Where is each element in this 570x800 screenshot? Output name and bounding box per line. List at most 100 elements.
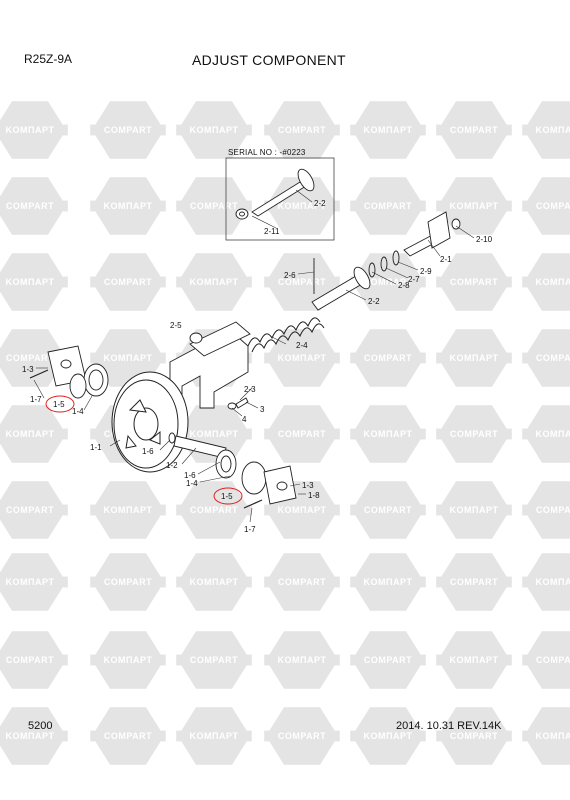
right-cap-1-3 [263, 465, 297, 505]
watermark-text: KOMПAPT [6, 277, 55, 287]
callout-1-2: 1-2 [166, 461, 178, 470]
revision-date: 2014. 10.31 REV.14K [396, 720, 502, 732]
watermark-text: COMPART [364, 655, 412, 665]
watermark-text: KOMПAPT [278, 505, 327, 515]
callout-1-5-left: 1-5 [53, 400, 65, 409]
watermark-text: COMPART [536, 505, 570, 515]
watermark-text: KOMПAPT [190, 429, 239, 439]
watermark-text: COMPART [278, 429, 326, 439]
watermark-text: COMPART [450, 577, 498, 587]
watermark-text: KOMПAPT [278, 655, 327, 665]
callout-2-2-inset: 2-2 [314, 199, 326, 208]
callout-2-8: 2-8 [398, 281, 410, 290]
watermark-text: KOMПAPT [6, 731, 55, 741]
callout-1-3-left: 1-3 [22, 365, 34, 374]
watermark-text: KOMПAPT [536, 577, 570, 587]
watermark-text: COMPART [6, 201, 54, 211]
watermark-text: KOMПAPT [104, 505, 153, 515]
watermark-text: KOMПAPT [364, 429, 413, 439]
watermark-text: COMPART [6, 505, 54, 515]
watermark-text: KOMПAPT [190, 577, 239, 587]
callout-1-6-upper: 1-6 [142, 447, 154, 456]
callout-2-11: 2-11 [264, 227, 280, 236]
watermark-text: KOMПAPT [536, 731, 570, 741]
bolt-2-3 [227, 397, 249, 410]
watermark-text: KOMПAPT [190, 277, 239, 287]
callout-2-5: 2-5 [170, 321, 182, 330]
watermark-text: KOMПAPT [450, 505, 499, 515]
model-code: R25Z-9A [24, 52, 73, 66]
watermark-text: COMPART [364, 505, 412, 515]
callout-3: 3 [260, 405, 265, 414]
inset-pin-2-2 [235, 168, 315, 220]
rod-2-2 [311, 258, 371, 311]
watermark-text: KOMПAPT [278, 201, 327, 211]
spring-2-4 [247, 317, 325, 353]
idler-wheel-1-1 [111, 371, 189, 473]
right-seal-1-4 [215, 449, 267, 495]
watermark-text: KOMПAPT [450, 201, 499, 211]
watermark-text: KOMПAPT [6, 429, 55, 439]
callout-2-2: 2-2 [368, 297, 380, 306]
watermark-text: COMPART [278, 277, 326, 287]
callout-4: 4 [242, 415, 247, 424]
callout-2-4: 2-4 [296, 341, 308, 350]
callout-1-3-right: 1-3 [302, 481, 314, 490]
callout-1-7-left: 1-7 [30, 395, 42, 404]
watermark-text: COMPART [278, 125, 326, 135]
watermark-text: COMPART [450, 731, 498, 741]
callout-2-1: 2-1 [440, 255, 452, 264]
watermark-text: COMPART [450, 429, 498, 439]
page-title: ADJUST COMPONENT [192, 52, 346, 68]
watermark-text: KOMПAPT [104, 353, 153, 363]
watermark-text: COMPART [104, 731, 152, 741]
watermark-text: COMPART [450, 277, 498, 287]
watermark-text: KOMПAPT [278, 353, 327, 363]
watermark-text: COMPART [364, 353, 412, 363]
left-seal-1-4 [69, 363, 109, 399]
watermark-text: KOMПAPT [450, 353, 499, 363]
watermark-text: COMPART [450, 125, 498, 135]
watermark-text: COMPART [536, 353, 570, 363]
watermark-text: KOMПAPT [190, 125, 239, 135]
watermark-layer: KOMПAPT COMPART KOMПAPT COMPART KOMПAPT COMPA… [0, 101, 570, 765]
callout-1-6-lower: 1-6 [184, 471, 196, 480]
highlight-1-5-right [213, 487, 243, 505]
watermark-text: COMPART [536, 201, 570, 211]
watermark-text: COMPART [278, 731, 326, 741]
callout-2-9: 2-9 [420, 267, 432, 276]
watermark-text: COMPART [104, 125, 152, 135]
watermark-text: KOMПAPT [364, 577, 413, 587]
watermark-text: KOMПAPT [6, 125, 55, 135]
axle-1-2 [168, 432, 227, 459]
callout-1-5-right: 1-5 [221, 492, 233, 501]
watermark-text: COMPART [364, 201, 412, 211]
pin-1-7-left [29, 369, 49, 379]
watermark-text: KOMПAPT [104, 655, 153, 665]
watermark-text: COMPART [104, 277, 152, 287]
watermark-text: COMPART [6, 353, 54, 363]
watermark-text: COMPART [6, 655, 54, 665]
serial-inset-box [225, 157, 335, 241]
callout-2-3: 2-3 [244, 385, 256, 394]
callout-1-4-left: 1-4 [72, 407, 84, 416]
washers-2-7-2-9 [368, 250, 400, 278]
watermark-text: KOMПAPT [536, 277, 570, 287]
watermark-text: COMPART [190, 655, 238, 665]
watermark-text: COMPART [104, 577, 152, 587]
shaft-2-1 [403, 211, 461, 257]
watermark-text: COMPART [278, 577, 326, 587]
watermark-text: KOMПAPT [364, 731, 413, 741]
callout-2-6: 2-6 [284, 271, 296, 280]
watermark-text: KOMПAPT [364, 125, 413, 135]
leader-lines [33, 189, 475, 523]
watermark-text: KOMПAPT [450, 655, 499, 665]
watermark-text: KOMПAPT [536, 125, 570, 135]
nut-2-5 [189, 332, 203, 344]
watermark-text: KOMПAPT [6, 577, 55, 587]
callout-1-1: 1-1 [90, 443, 102, 452]
watermark-text: COMPART [190, 201, 238, 211]
watermark-text: KOMПAPT [104, 201, 153, 211]
watermark-text: COMPART [536, 655, 570, 665]
